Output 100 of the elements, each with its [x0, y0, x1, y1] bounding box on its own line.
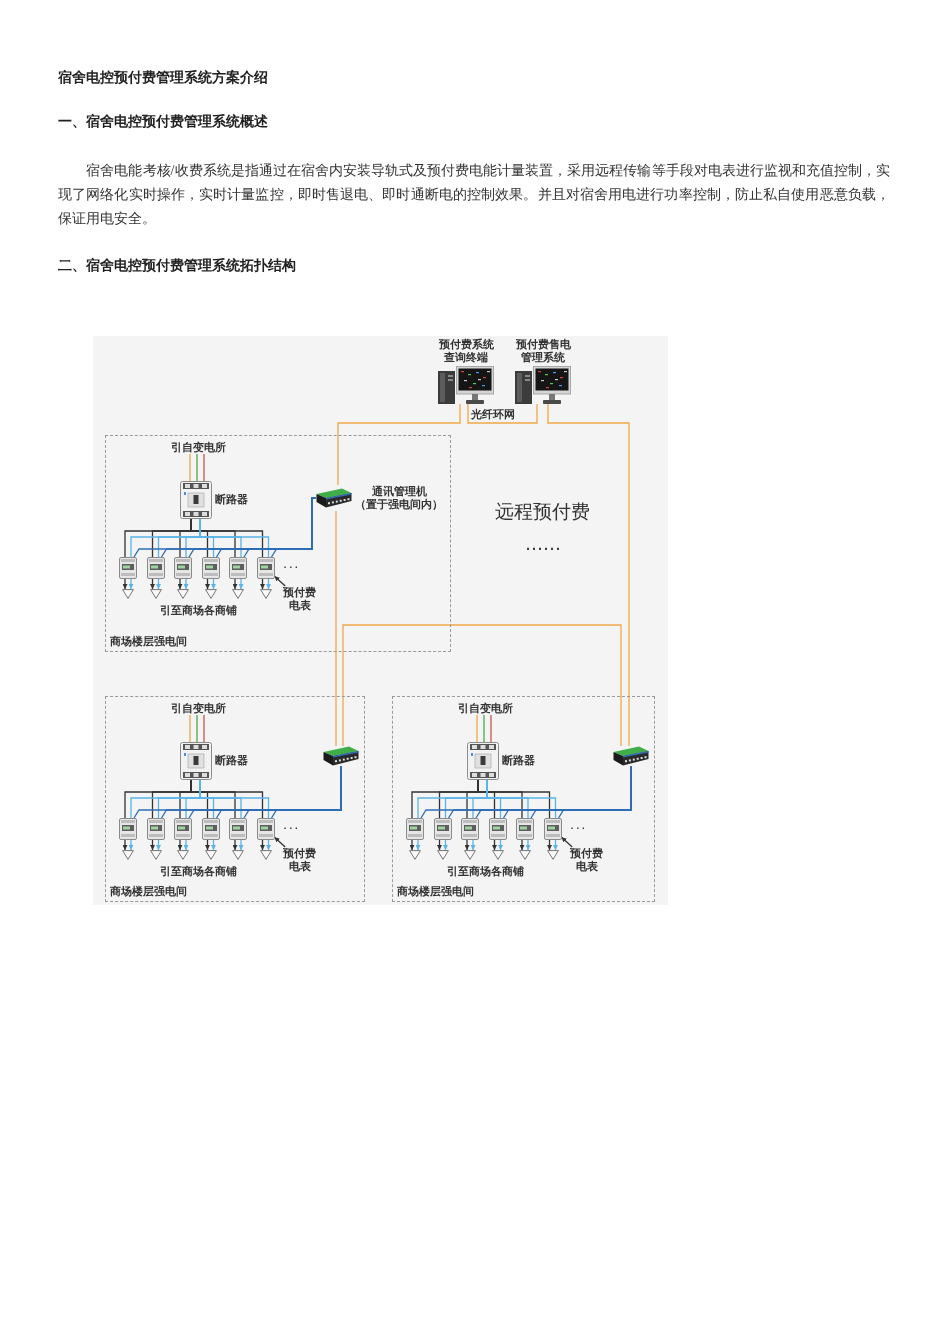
triangle-icon: [122, 850, 134, 860]
section-heading: 二、宿舍电控预付费管理系统拓扑结构: [58, 257, 296, 275]
arrow: [266, 839, 271, 851]
arrow: [553, 839, 558, 851]
arrow: [492, 839, 497, 851]
arrow: [122, 839, 128, 851]
arrow: [498, 839, 503, 851]
arrow: [547, 839, 552, 851]
arrow: [232, 839, 238, 851]
arrow: [266, 578, 271, 590]
electric-meter-icon: [256, 818, 275, 840]
electric-meter-icon: [406, 818, 424, 840]
connector-line: [547, 403, 630, 747]
triangle-icon: [232, 850, 244, 860]
connector-line: [476, 714, 478, 743]
arrow: [409, 839, 415, 851]
triangle-icon: [204, 589, 217, 599]
connector-line: [189, 714, 191, 743]
device-label: 断路器: [502, 754, 535, 767]
computer-label: 预付费系统查询终端: [437, 338, 495, 364]
connector-line: [190, 518, 264, 558]
arrow: [122, 578, 128, 590]
ellipsis-text: ···: [283, 823, 300, 835]
arrow: [211, 578, 216, 590]
arrow: [128, 578, 134, 590]
arrow: [464, 839, 470, 851]
arrow: [238, 578, 244, 590]
device-label: 断路器: [215, 493, 248, 506]
connector-line: [196, 453, 198, 482]
device-note: （置于强电间内）: [355, 498, 443, 511]
connector-line: [335, 510, 337, 747]
electric-meter-icon: [229, 557, 247, 579]
group-title: 商场楼层强电间: [110, 885, 187, 898]
arrow: [205, 839, 210, 851]
connector-line: [486, 779, 557, 819]
supply-label: 引自变电所: [170, 702, 226, 715]
connector-line: [203, 453, 205, 482]
arrow: [437, 839, 442, 851]
triangle-icon: [259, 589, 272, 599]
electric-meter-icon: [461, 818, 479, 840]
group-title: 商场楼层强电间: [397, 885, 474, 898]
triangle-icon: [491, 850, 504, 860]
ellipsis-text: ···: [570, 823, 587, 835]
section-heading: 一、宿舍电控预付费管理系统概述: [58, 113, 268, 131]
triangle-icon: [149, 850, 162, 860]
caption-text: 引至商场各商铺: [160, 604, 237, 617]
computer-label: 预付费售电管理系统: [514, 338, 572, 364]
electric-meter-icon: [119, 818, 137, 840]
annotation-text: 远程预付费: [495, 500, 590, 522]
arrow: [415, 839, 421, 851]
triangle-icon: [259, 850, 272, 860]
ellipsis-text: ···: [283, 562, 300, 574]
connector-line: [199, 779, 270, 819]
connector-line: [196, 714, 198, 743]
dashed-frame: [105, 435, 451, 652]
electric-meter-icon: [256, 557, 275, 579]
electric-meter-icon: [201, 557, 220, 579]
connector-line: [490, 714, 492, 743]
arrow: [156, 839, 161, 851]
triangle-icon: [519, 850, 531, 860]
page-title: 宿舍电控预付费管理系统方案介绍: [58, 69, 268, 87]
electric-meter-icon: [174, 818, 192, 840]
arrow: [525, 839, 531, 851]
supply-label: 引自变电所: [457, 702, 513, 715]
connector-line: [557, 765, 632, 819]
arrow: [177, 578, 183, 590]
group-title: 商场楼层强电间: [110, 635, 187, 648]
connector-line: [203, 714, 205, 743]
electric-meter-icon: [119, 557, 137, 579]
arrow: [260, 839, 265, 851]
electric-meter-icon: [146, 818, 165, 840]
connector-line: [270, 765, 342, 819]
electric-meter-icon: [201, 818, 220, 840]
triangle-icon: [177, 850, 189, 860]
connector-line: [342, 624, 622, 747]
electric-meter-icon: [433, 818, 452, 840]
arrow: [150, 839, 155, 851]
arrow: [150, 578, 155, 590]
electric-meter-icon: [543, 818, 562, 840]
caption-text: 引至商场各商铺: [160, 865, 237, 878]
triangle-icon: [232, 589, 244, 599]
electric-meter-icon: [488, 818, 507, 840]
device-label: 断路器: [215, 754, 248, 767]
arrow: [238, 839, 244, 851]
connector-line: [467, 403, 538, 424]
arrow: [183, 578, 189, 590]
connector-line: [270, 497, 317, 558]
connector-line: [477, 779, 551, 819]
body-paragraph: 宿舍电能考核/收费系统是指通过在宿舍内安装导轨式及预付费电能计量装置，采用远程传输等手段对电表进行监视和充值控制，实现了网络化实时操作，实时计量监控，即时售退电、即时通断电的控制效果。并且对宿舍用电进行功率控制，防止私自使用恶意负载，保证用电安全。: [58, 161, 890, 228]
dashed-frame: [105, 696, 365, 902]
connector-line: [337, 403, 461, 486]
triangle-icon: [177, 589, 189, 599]
electric-meter-icon: [146, 557, 165, 579]
arrow: [470, 839, 476, 851]
triangle-icon: [546, 850, 559, 860]
caption-text: 引至商场各商铺: [447, 865, 524, 878]
ellipsis-text: ……: [525, 535, 561, 553]
connector-line: [189, 453, 191, 482]
callout-label: 预付费电表: [569, 847, 604, 873]
arrow: [156, 578, 161, 590]
